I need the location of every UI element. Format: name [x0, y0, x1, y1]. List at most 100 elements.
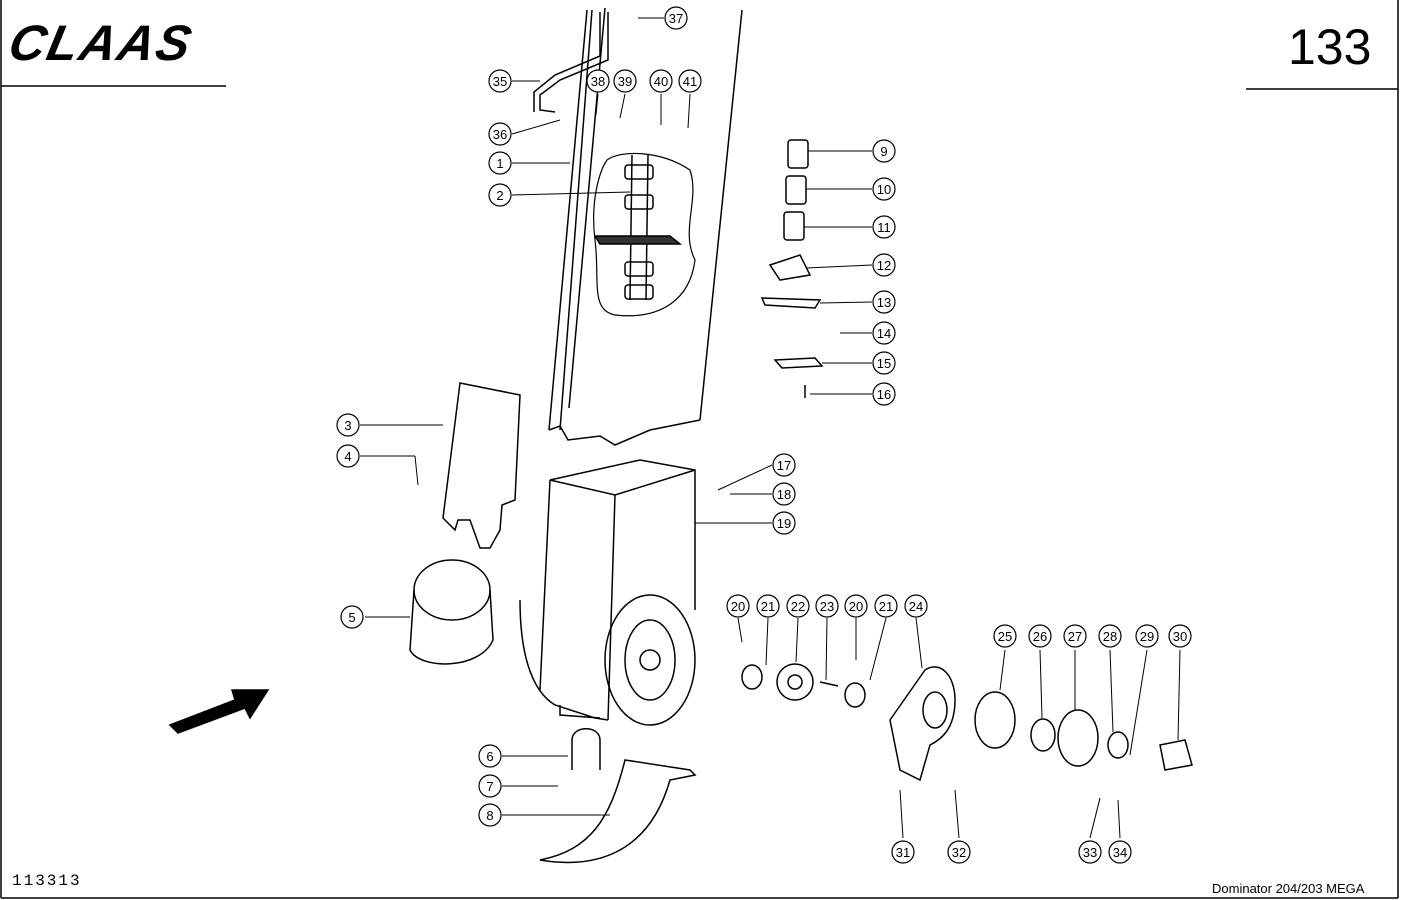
- wear-ring: [409, 559, 494, 665]
- callout-18: 18: [772, 482, 796, 506]
- svg-text:2: 2: [496, 188, 503, 203]
- bottom-trough: [539, 759, 697, 864]
- callout-20b: 20: [844, 594, 868, 618]
- bearing-26: [1030, 718, 1056, 752]
- callout-24: 24: [904, 594, 928, 618]
- callout-1: 1: [488, 151, 512, 175]
- chain-link-10: [785, 175, 807, 205]
- svg-text:37: 37: [669, 11, 683, 26]
- bearing-21b: [844, 682, 866, 708]
- callout-11: 11: [872, 215, 896, 239]
- callout-9: 9: [872, 139, 896, 163]
- callout-36: 36: [488, 122, 512, 146]
- bearing-flange: [889, 666, 956, 782]
- callout-16: 16: [872, 382, 896, 406]
- svg-text:16: 16: [877, 387, 891, 402]
- paddle-13: [760, 297, 822, 309]
- svg-text:40: 40: [654, 74, 668, 89]
- callout-10: 10: [872, 177, 896, 201]
- callout-35: 35: [488, 69, 512, 93]
- callout-5: 5: [340, 605, 364, 629]
- svg-text:26: 26: [1033, 629, 1047, 644]
- svg-text:11: 11: [877, 220, 891, 235]
- chain-link-9: [787, 139, 809, 169]
- callout-37: 37: [664, 6, 688, 30]
- callout-21b: 21: [874, 594, 898, 618]
- svg-text:4: 4: [344, 449, 351, 464]
- svg-text:7: 7: [486, 779, 493, 794]
- svg-text:5: 5: [348, 610, 355, 625]
- callout-32: 32: [947, 840, 971, 864]
- svg-text:31: 31: [896, 845, 910, 860]
- callout-29: 29: [1135, 624, 1159, 648]
- svg-text:39: 39: [618, 74, 632, 89]
- callout-21a: 21: [756, 594, 780, 618]
- chain-link-12: [768, 254, 812, 281]
- svg-text:35: 35: [493, 74, 507, 89]
- svg-text:13: 13: [877, 295, 891, 310]
- svg-text:41: 41: [683, 74, 697, 89]
- drive-sprocket: [776, 663, 814, 701]
- callout-28: 28: [1098, 624, 1122, 648]
- callout-27: 27: [1063, 624, 1087, 648]
- seal-disc: [974, 691, 1016, 749]
- svg-text:30: 30: [1173, 629, 1187, 644]
- callout-3: 3: [336, 413, 360, 437]
- callout-12: 12: [872, 253, 896, 277]
- callout-8: 8: [478, 803, 502, 827]
- callout-4: 4: [336, 444, 360, 468]
- callout-39: 39: [613, 69, 637, 93]
- svg-text:23: 23: [820, 599, 834, 614]
- svg-text:36: 36: [493, 127, 507, 142]
- cover-plate: [442, 382, 521, 549]
- svg-text:17: 17: [777, 458, 791, 473]
- callout-25: 25: [993, 624, 1017, 648]
- lube-pipe: [539, 12, 609, 113]
- bushing: [1107, 731, 1129, 759]
- callout-41: 41: [678, 69, 702, 93]
- svg-text:3: 3: [344, 418, 351, 433]
- svg-text:24: 24: [909, 599, 923, 614]
- callout-31: 31: [891, 840, 915, 864]
- callout-26: 26: [1028, 624, 1052, 648]
- svg-text:28: 28: [1103, 629, 1117, 644]
- callout-23: 23: [815, 594, 839, 618]
- callout-30: 30: [1168, 624, 1192, 648]
- callout-40: 40: [649, 69, 673, 93]
- svg-text:38: 38: [591, 74, 605, 89]
- svg-text:21: 21: [879, 599, 893, 614]
- drawing-number: 113313: [12, 872, 82, 890]
- callout-6: 6: [478, 744, 502, 768]
- callout-2: 2: [488, 183, 512, 207]
- svg-text:20: 20: [849, 599, 863, 614]
- svg-text:19: 19: [777, 516, 791, 531]
- svg-text:33: 33: [1083, 845, 1097, 860]
- chain-link-11: [783, 211, 805, 241]
- callout-14: 14: [872, 321, 896, 345]
- plate-15: [773, 357, 824, 369]
- page-number: 133: [1288, 19, 1372, 75]
- svg-text:21: 21: [761, 599, 775, 614]
- svg-text:29: 29: [1140, 629, 1154, 644]
- svg-text:32: 32: [952, 845, 966, 860]
- u-bolt: [571, 728, 601, 770]
- svg-text:34: 34: [1113, 845, 1127, 860]
- svg-text:6: 6: [486, 749, 493, 764]
- callout-38: 38: [586, 69, 610, 93]
- svg-text:9: 9: [880, 144, 887, 159]
- shaft: [819, 681, 839, 687]
- direction-arrow: [168, 689, 270, 734]
- bearing-housing: [1057, 709, 1099, 767]
- callout-7: 7: [478, 774, 502, 798]
- model-label: Dominator 204/203 MEGA: [1212, 881, 1365, 896]
- callout-13: 13: [872, 290, 896, 314]
- svg-text:1: 1: [496, 156, 503, 171]
- callout-19: 19: [772, 511, 796, 535]
- callout-20a: 20: [726, 594, 750, 618]
- elevator-housing: [519, 459, 696, 726]
- callout-15: 15: [872, 351, 896, 375]
- end-cap: [1159, 739, 1193, 771]
- svg-text:12: 12: [877, 258, 891, 273]
- svg-text:20: 20: [731, 599, 745, 614]
